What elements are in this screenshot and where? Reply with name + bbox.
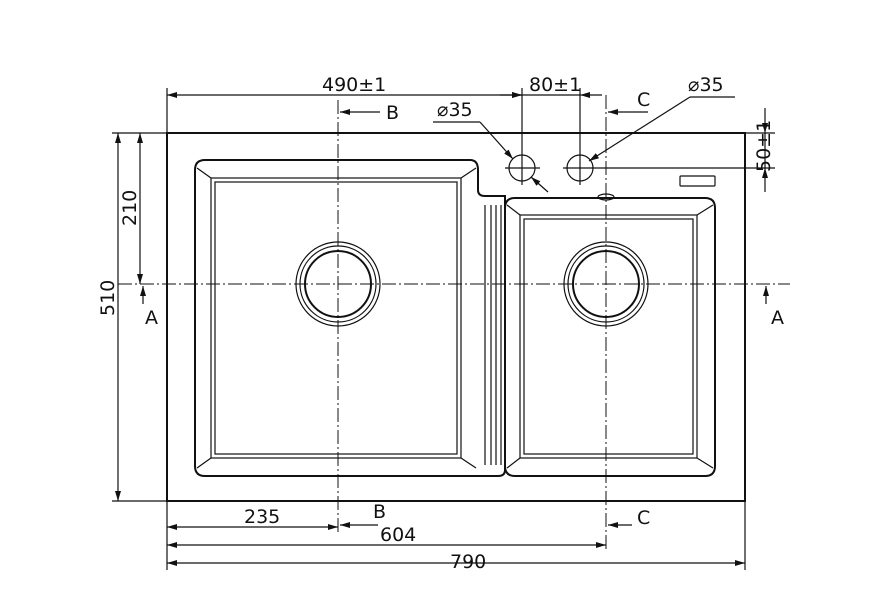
dim-tap-edge-offset: 50±1 [753,120,775,172]
dim-left-drain-offset: 235 [244,506,280,528]
tap-holes [505,150,775,185]
left-bowl [194,159,506,477]
dim-tap-hole-right: ⌀35 [688,74,724,96]
section-a-right: A [771,307,784,329]
sink-outline [166,132,746,502]
section-c-top: C [637,89,650,111]
drainer-ribs [484,205,502,465]
dim-overall-width: 790 [450,551,486,573]
overflow-slot [679,175,716,187]
section-b-bottom: B [373,501,386,523]
section-c-bottom: C [637,507,650,529]
dim-tap-hole-left: ⌀35 [437,99,473,121]
dim-tap-spacing: 80±1 [529,74,581,96]
right-bowl [504,197,716,477]
section-b-top: B [386,102,399,124]
dim-overall-depth: 510 [97,280,119,316]
section-a-left: A [145,307,158,329]
dim-right-drain-offset: 604 [380,524,416,546]
dim-bowl-center-depth: 210 [119,190,141,226]
dim-tap-offset: 490±1 [322,74,386,96]
